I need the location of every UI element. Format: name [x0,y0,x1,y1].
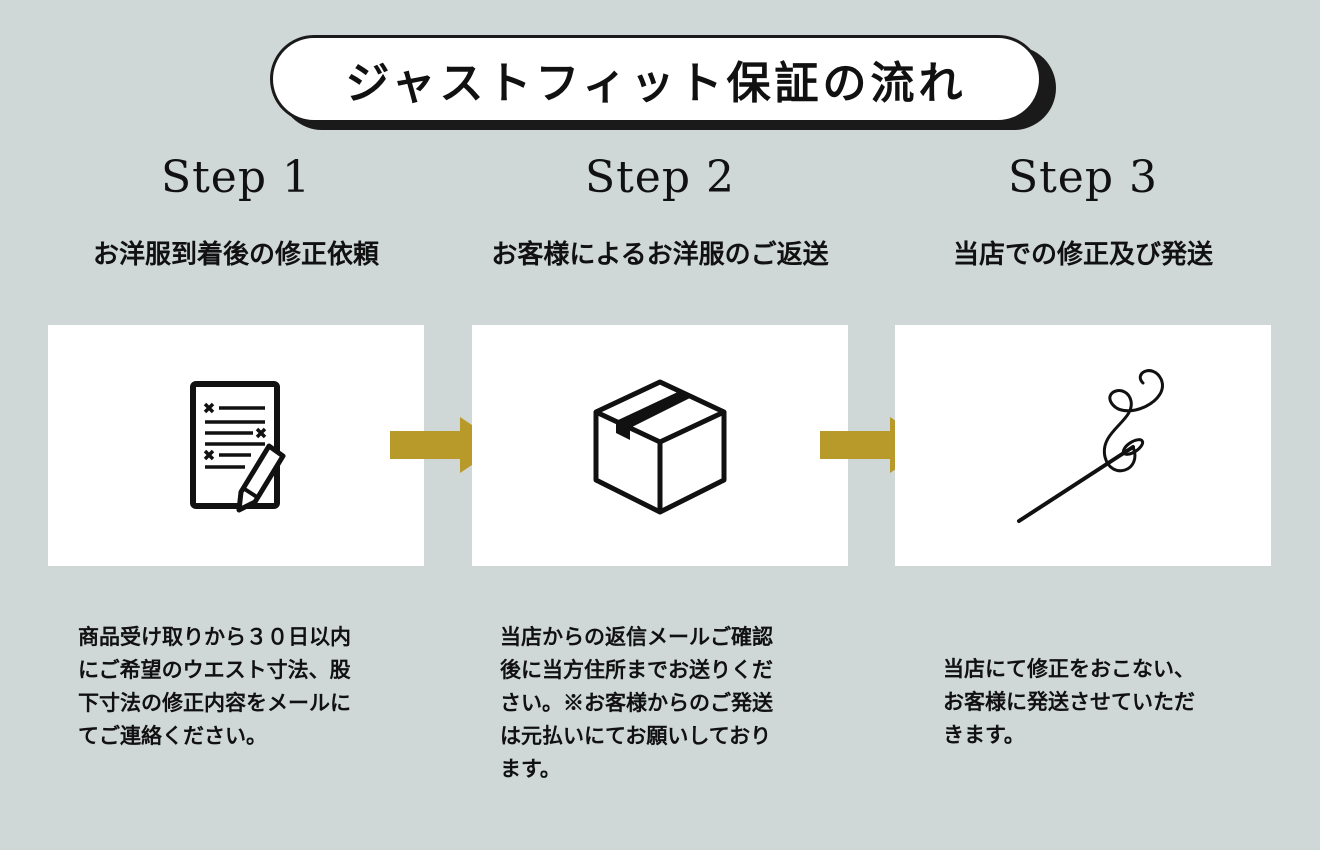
step-1-subtitle: お洋服到着後の修正依頼 [92,240,379,270]
step-2-card [472,325,848,566]
step-3-subtitle: 当店での修正及び発送 [952,240,1213,270]
document-pencil-icon [190,380,286,512]
desc-line: 後に当方住所までお送りくだ [500,657,773,682]
package-box-icon [593,379,727,514]
step-3-label: Step 3 [1007,152,1158,203]
title-banner-pill: ジャストフィット保証の流れ [270,35,1042,123]
needle-thread-icon [1017,368,1164,523]
page-title: ジャストフィット保証の流れ [345,58,967,109]
step-3-description: 当店にて修正をおこない、 お客様に発送させていただ きます。 [943,652,1195,751]
step-2-subtitle: お客様によるお洋服のご返送 [491,240,829,270]
desc-line: お客様に発送させていただ [943,689,1195,714]
desc-line: てご連絡ください。 [78,723,267,748]
step-3-card [895,325,1271,566]
step-1-card [48,325,424,566]
desc-line: ます。 [500,756,561,781]
desc-line: にご希望のウエスト寸法、股 [78,657,351,682]
step-2-label: Step 2 [584,152,735,203]
desc-line: きます。 [943,722,1025,747]
step-1-description: 商品受け取りから３０日以内 にご希望のウエスト寸法、股 下寸法の修正内容をメール… [78,620,351,752]
step-1-label: Step 1 [160,152,311,203]
desc-line: 商品受け取りから３０日以内 [78,624,351,649]
desc-line: 当店にて修正をおこない、 [943,656,1195,681]
desc-line: は元払いにてお願いしており [500,723,772,748]
desc-line: 当店からの返信メールご確認 [500,624,773,649]
desc-line: 下寸法の修正内容をメールに [78,690,351,715]
desc-line: さい。※お客様からのご発送 [500,690,773,715]
step-2-description: 当店からの返信メールご確認 後に当方住所までお送りくだ さい。※お客様からのご発… [500,620,773,785]
